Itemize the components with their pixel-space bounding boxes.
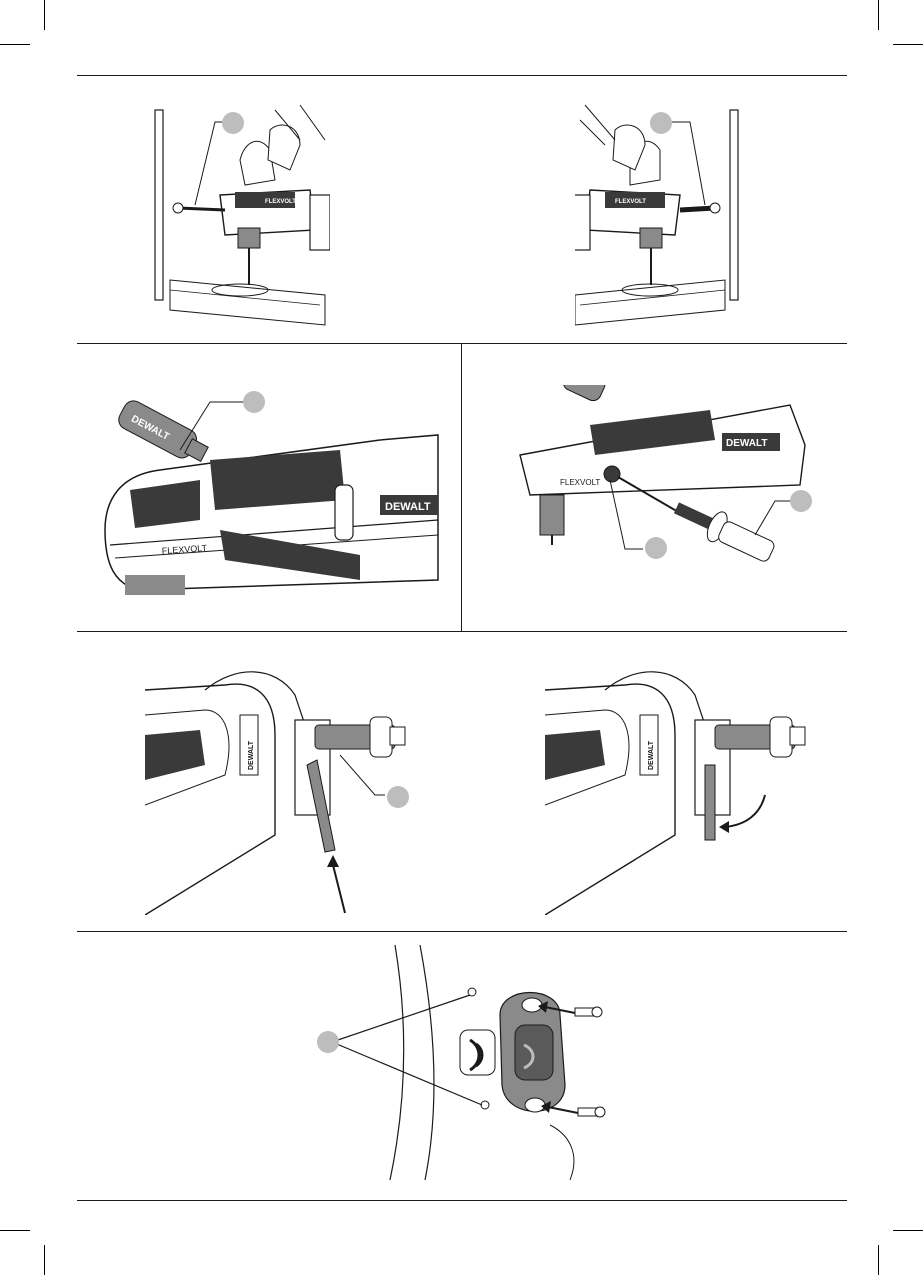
hook-rotate-brand: DEWALT — [648, 740, 655, 770]
vertical-divider — [461, 343, 462, 631]
callout-oil-fill — [243, 391, 265, 413]
side-handle-tool-brand: DEWALT — [726, 438, 767, 449]
callout-drill-left — [222, 112, 244, 134]
crop-mark-tl-v — [44, 0, 45, 30]
section-rule-1 — [77, 343, 847, 344]
crop-mark-br-h — [893, 1230, 923, 1231]
figure-hook-insert: DEWALT — [145, 655, 415, 915]
drill-left-brand: FLEXVOLT — [265, 199, 296, 205]
section-rule-2 — [77, 631, 847, 632]
crop-mark-bl-v — [44, 1245, 45, 1275]
callout-side-handle — [790, 490, 812, 512]
bottom-rule — [77, 1200, 847, 1201]
crop-mark-tr-v — [878, 0, 879, 30]
callout-hook — [387, 786, 409, 808]
section-rule-3 — [77, 931, 847, 932]
screw-icon — [575, 1007, 602, 1017]
figure-tag-mount — [310, 945, 620, 1180]
figure-hook-rotate: DEWALT — [545, 655, 815, 915]
crop-mark-tl-h — [0, 44, 30, 45]
figure-drill-left: FLEXVOLT — [150, 100, 330, 330]
crop-mark-bl-h — [0, 1230, 30, 1231]
figure-drill-right: FLEXVOLT — [575, 100, 755, 330]
hook-insert-brand: DEWALT — [248, 740, 255, 770]
crop-mark-tr-h — [893, 44, 923, 45]
figure-side-handle-insert: DEWALT FLEXVOLT — [510, 385, 810, 585]
callout-tag-mount — [317, 1031, 339, 1053]
oil-fill-tool-brand: DEWALT — [385, 501, 431, 513]
crop-mark-br-v — [878, 1245, 879, 1275]
top-rule — [77, 75, 847, 76]
figure-oil-fill: DEWALT FLEXVOLT DEWALT — [100, 380, 440, 595]
drill-right-brand: FLEXVOLT — [615, 199, 646, 205]
callout-side-handle-hole — [645, 537, 667, 559]
callout-drill-right — [650, 112, 672, 134]
side-handle-model: FLEXVOLT — [560, 478, 600, 487]
